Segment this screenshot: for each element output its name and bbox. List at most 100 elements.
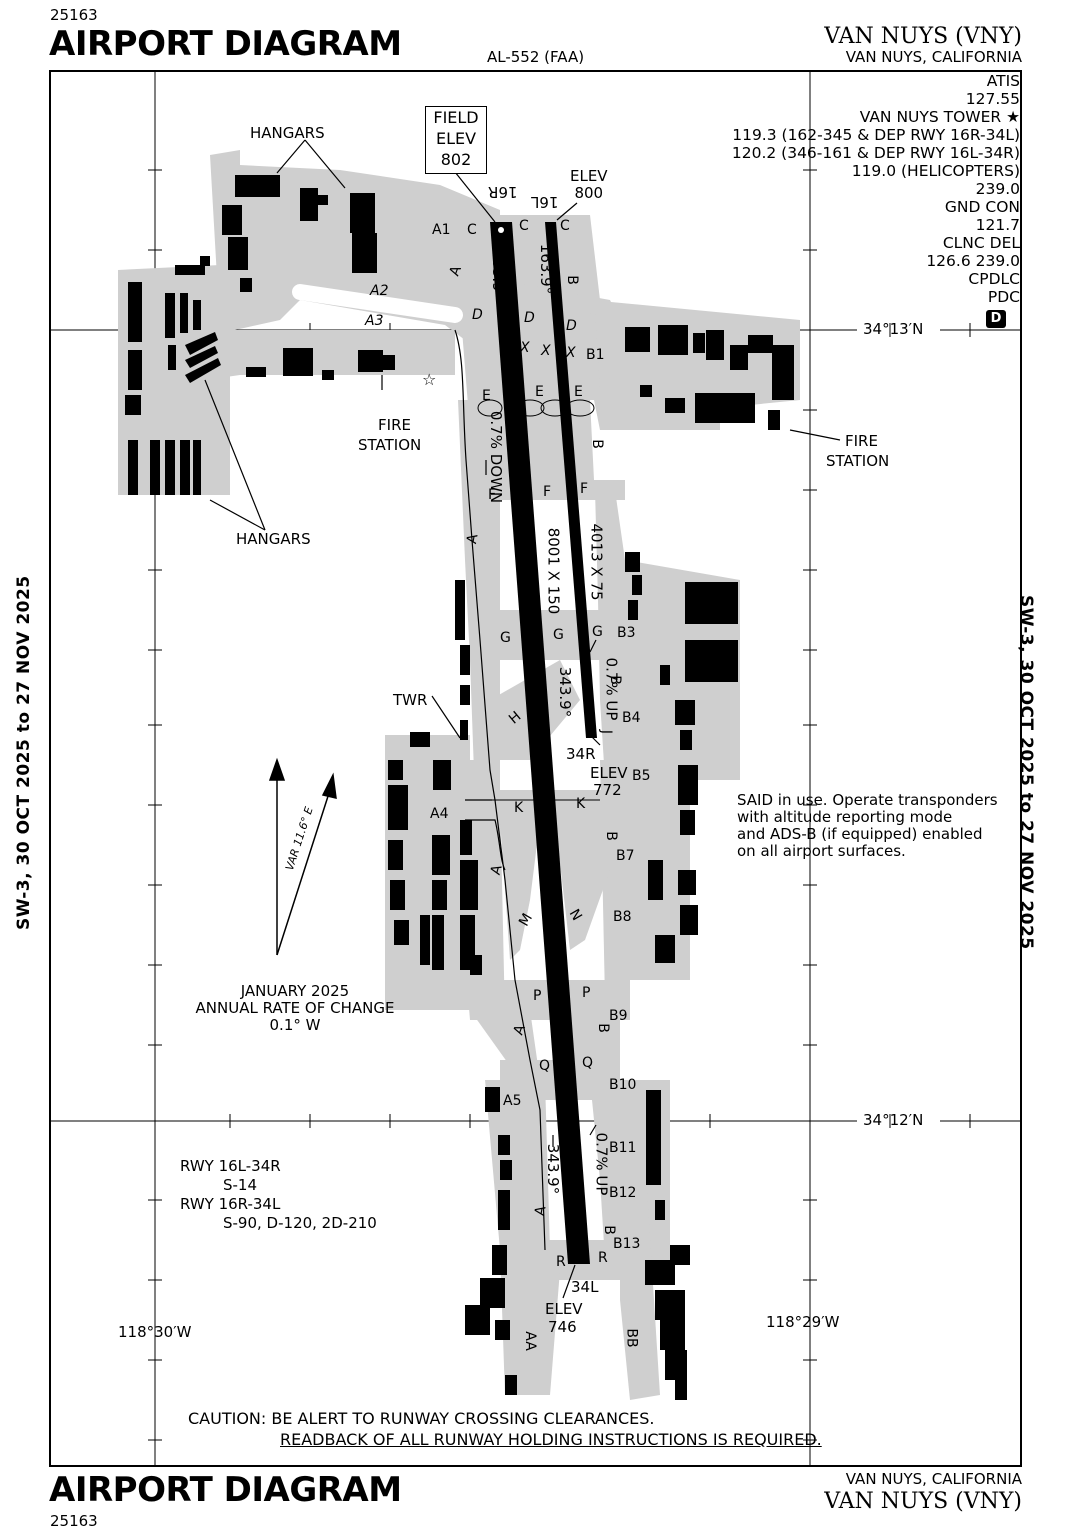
- field-elevation-box: FIELD ELEV 802: [425, 106, 487, 174]
- taxiway-E: E: [482, 388, 491, 404]
- frequency-list: ATIS 127.55 VAN NUYS TOWER ★ 119.3 (162-…: [732, 72, 1020, 306]
- taxiway-C: C: [467, 222, 477, 238]
- taxiway-D: D: [566, 318, 577, 334]
- taxiway-B11: B11: [609, 1140, 637, 1156]
- elevation-16L: ELEV 800: [570, 167, 608, 202]
- diagram-frame: [49, 70, 1022, 1467]
- elevation-34L-label: ELEV: [545, 1300, 583, 1318]
- taxiway-R: R: [598, 1250, 608, 1266]
- taxiway-R: R: [556, 1254, 566, 1270]
- freq-line: 121.7: [975, 216, 1020, 234]
- taxiway-B: B: [602, 831, 619, 841]
- taxiway-B4: B4: [622, 710, 641, 726]
- taxiway-K: K: [514, 800, 524, 816]
- taxiway-B: B: [594, 1023, 611, 1033]
- north-arrow-icon: [268, 757, 337, 956]
- runway-end-16R: 16R: [488, 183, 518, 201]
- caution-line-1: CAUTION: BE ALERT TO RUNWAY CROSSING CLE…: [188, 1409, 655, 1428]
- chart-number-top: 25163: [50, 6, 98, 24]
- taxiway-X: X: [566, 345, 576, 361]
- taxiway-B7: B7: [616, 848, 635, 864]
- buildings: [125, 175, 794, 1400]
- freq-line: PDC: [987, 288, 1020, 306]
- caution-line-2: READBACK OF ALL RUNWAY HOLDING INSTRUCTI…: [280, 1430, 822, 1449]
- taxiway-B10: B10: [609, 1077, 637, 1093]
- d-badge: D: [986, 310, 1006, 328]
- taxiway-A4: A4: [430, 806, 449, 822]
- strength-line: RWY 16R-34L: [180, 1195, 281, 1213]
- gradient-up-main: 0.7% UP: [592, 1132, 611, 1196]
- taxiway-C: C: [519, 218, 529, 234]
- taxiway-J: J: [598, 729, 615, 735]
- taxiway-C: C: [560, 218, 570, 234]
- side-date-left: SW-3, 30 OCT 2025 to 27 NOV 2025: [14, 575, 34, 930]
- label-hangars-left: HANGARS: [236, 530, 311, 548]
- heading-34L: 343.9°: [544, 1143, 563, 1195]
- freq-line: CPDLC: [968, 270, 1020, 288]
- taxiway-D: D: [524, 310, 535, 326]
- label-fire-station-right-2: STATION: [826, 452, 890, 470]
- taxiway-AA: AA: [521, 1331, 538, 1351]
- taxiway-B12: B12: [609, 1185, 637, 1201]
- taxiway-B9: B9: [609, 1008, 628, 1024]
- freq-line: 120.2 (346-161 & DEP RWY 16L-34R): [731, 144, 1020, 162]
- label-fire-station-left-1: FIRE: [378, 416, 411, 434]
- city-top: VAN NUYS, CALIFORNIA: [845, 48, 1022, 66]
- taxiway-F: F: [580, 481, 589, 497]
- city-bottom: VAN NUYS, CALIFORNIA: [845, 1470, 1022, 1488]
- taxiway-B8: B8: [613, 909, 632, 925]
- heading-16L: 163.9°: [537, 243, 556, 295]
- said-note-line: and ADS-B (if equipped) enabled: [737, 825, 983, 843]
- taxiway-B: B: [606, 675, 623, 685]
- said-note-line: SAID in use. Operate transponders: [737, 791, 998, 809]
- runway-short-dimensions: 4013 X 75: [587, 523, 606, 601]
- taxiway-F: F: [488, 487, 497, 503]
- lon-right: 118°29′W: [766, 1313, 840, 1331]
- taxiway-P: P: [582, 985, 591, 1001]
- label-hangars-top: HANGARS: [250, 124, 325, 142]
- chart-number-bottom: 25163: [50, 1512, 98, 1530]
- freq-line: CLNC DEL: [942, 234, 1020, 252]
- taxiway-D: D: [472, 307, 483, 323]
- taxiway-K: K: [576, 796, 586, 812]
- label-tower: TWR: [393, 691, 428, 709]
- freq-line: ATIS: [986, 72, 1020, 90]
- freq-line: 239.0: [975, 180, 1020, 198]
- taxiway-BB: BB: [623, 1328, 640, 1348]
- freq-line: 119.3 (162-345 & DEP RWY 16R-34L): [732, 126, 1020, 144]
- runway-16R-34L: [490, 222, 590, 1264]
- airport-name-top: VAN NUYS (VNY): [824, 24, 1022, 49]
- elevation-34R-value: 772: [593, 781, 622, 799]
- freq-line: 126.6 239.0: [926, 252, 1020, 270]
- taxiway-E: E: [574, 384, 583, 400]
- airport-name-bottom: VAN NUYS (VNY): [824, 1489, 1022, 1514]
- taxiway-E: E: [535, 384, 544, 400]
- runway-end-34L: 34L: [571, 1278, 599, 1296]
- field-elev-line1: FIELD: [433, 108, 479, 127]
- freq-line: 127.55: [965, 90, 1020, 108]
- taxiway-B1: B1: [586, 347, 605, 363]
- label-fire-station-left-2: STATION: [358, 436, 422, 454]
- said-note-line: with altitude reporting mode: [737, 808, 953, 826]
- variation-note-line: 0.1° W: [269, 1016, 321, 1034]
- elevation-34R-label: ELEV: [590, 764, 628, 782]
- lat-bottom: 34°12′N: [863, 1111, 924, 1129]
- strength-line: S-14: [223, 1176, 258, 1194]
- taxiway-X: X: [541, 343, 551, 359]
- beacon-icon: ☆: [422, 370, 436, 389]
- runway-strength-note: RWY 16L-34R S-14 RWY 16R-34L S-90, D-120…: [180, 1157, 377, 1233]
- freq-line: GND CON: [944, 198, 1020, 216]
- variation-note-line: JANUARY 2025: [240, 982, 350, 1000]
- taxiway-F: F: [543, 484, 552, 500]
- lon-left: 118°30′W: [118, 1323, 192, 1341]
- freq-line: VAN NUYS TOWER ★: [859, 108, 1020, 126]
- taxiway-G: G: [592, 624, 603, 640]
- taxiway-B3: B3: [617, 625, 636, 641]
- side-date-right: SW-3, 30 OCT 2025 to 27 NOV 2025: [1016, 595, 1036, 950]
- taxiway-X: X: [520, 340, 530, 356]
- taxiway-P: P: [533, 988, 542, 1004]
- taxiway-Q: Q: [539, 1058, 551, 1074]
- gradient-up-short: 0.7% UP: [602, 657, 621, 721]
- said-note-line: on all airport surfaces.: [737, 842, 906, 860]
